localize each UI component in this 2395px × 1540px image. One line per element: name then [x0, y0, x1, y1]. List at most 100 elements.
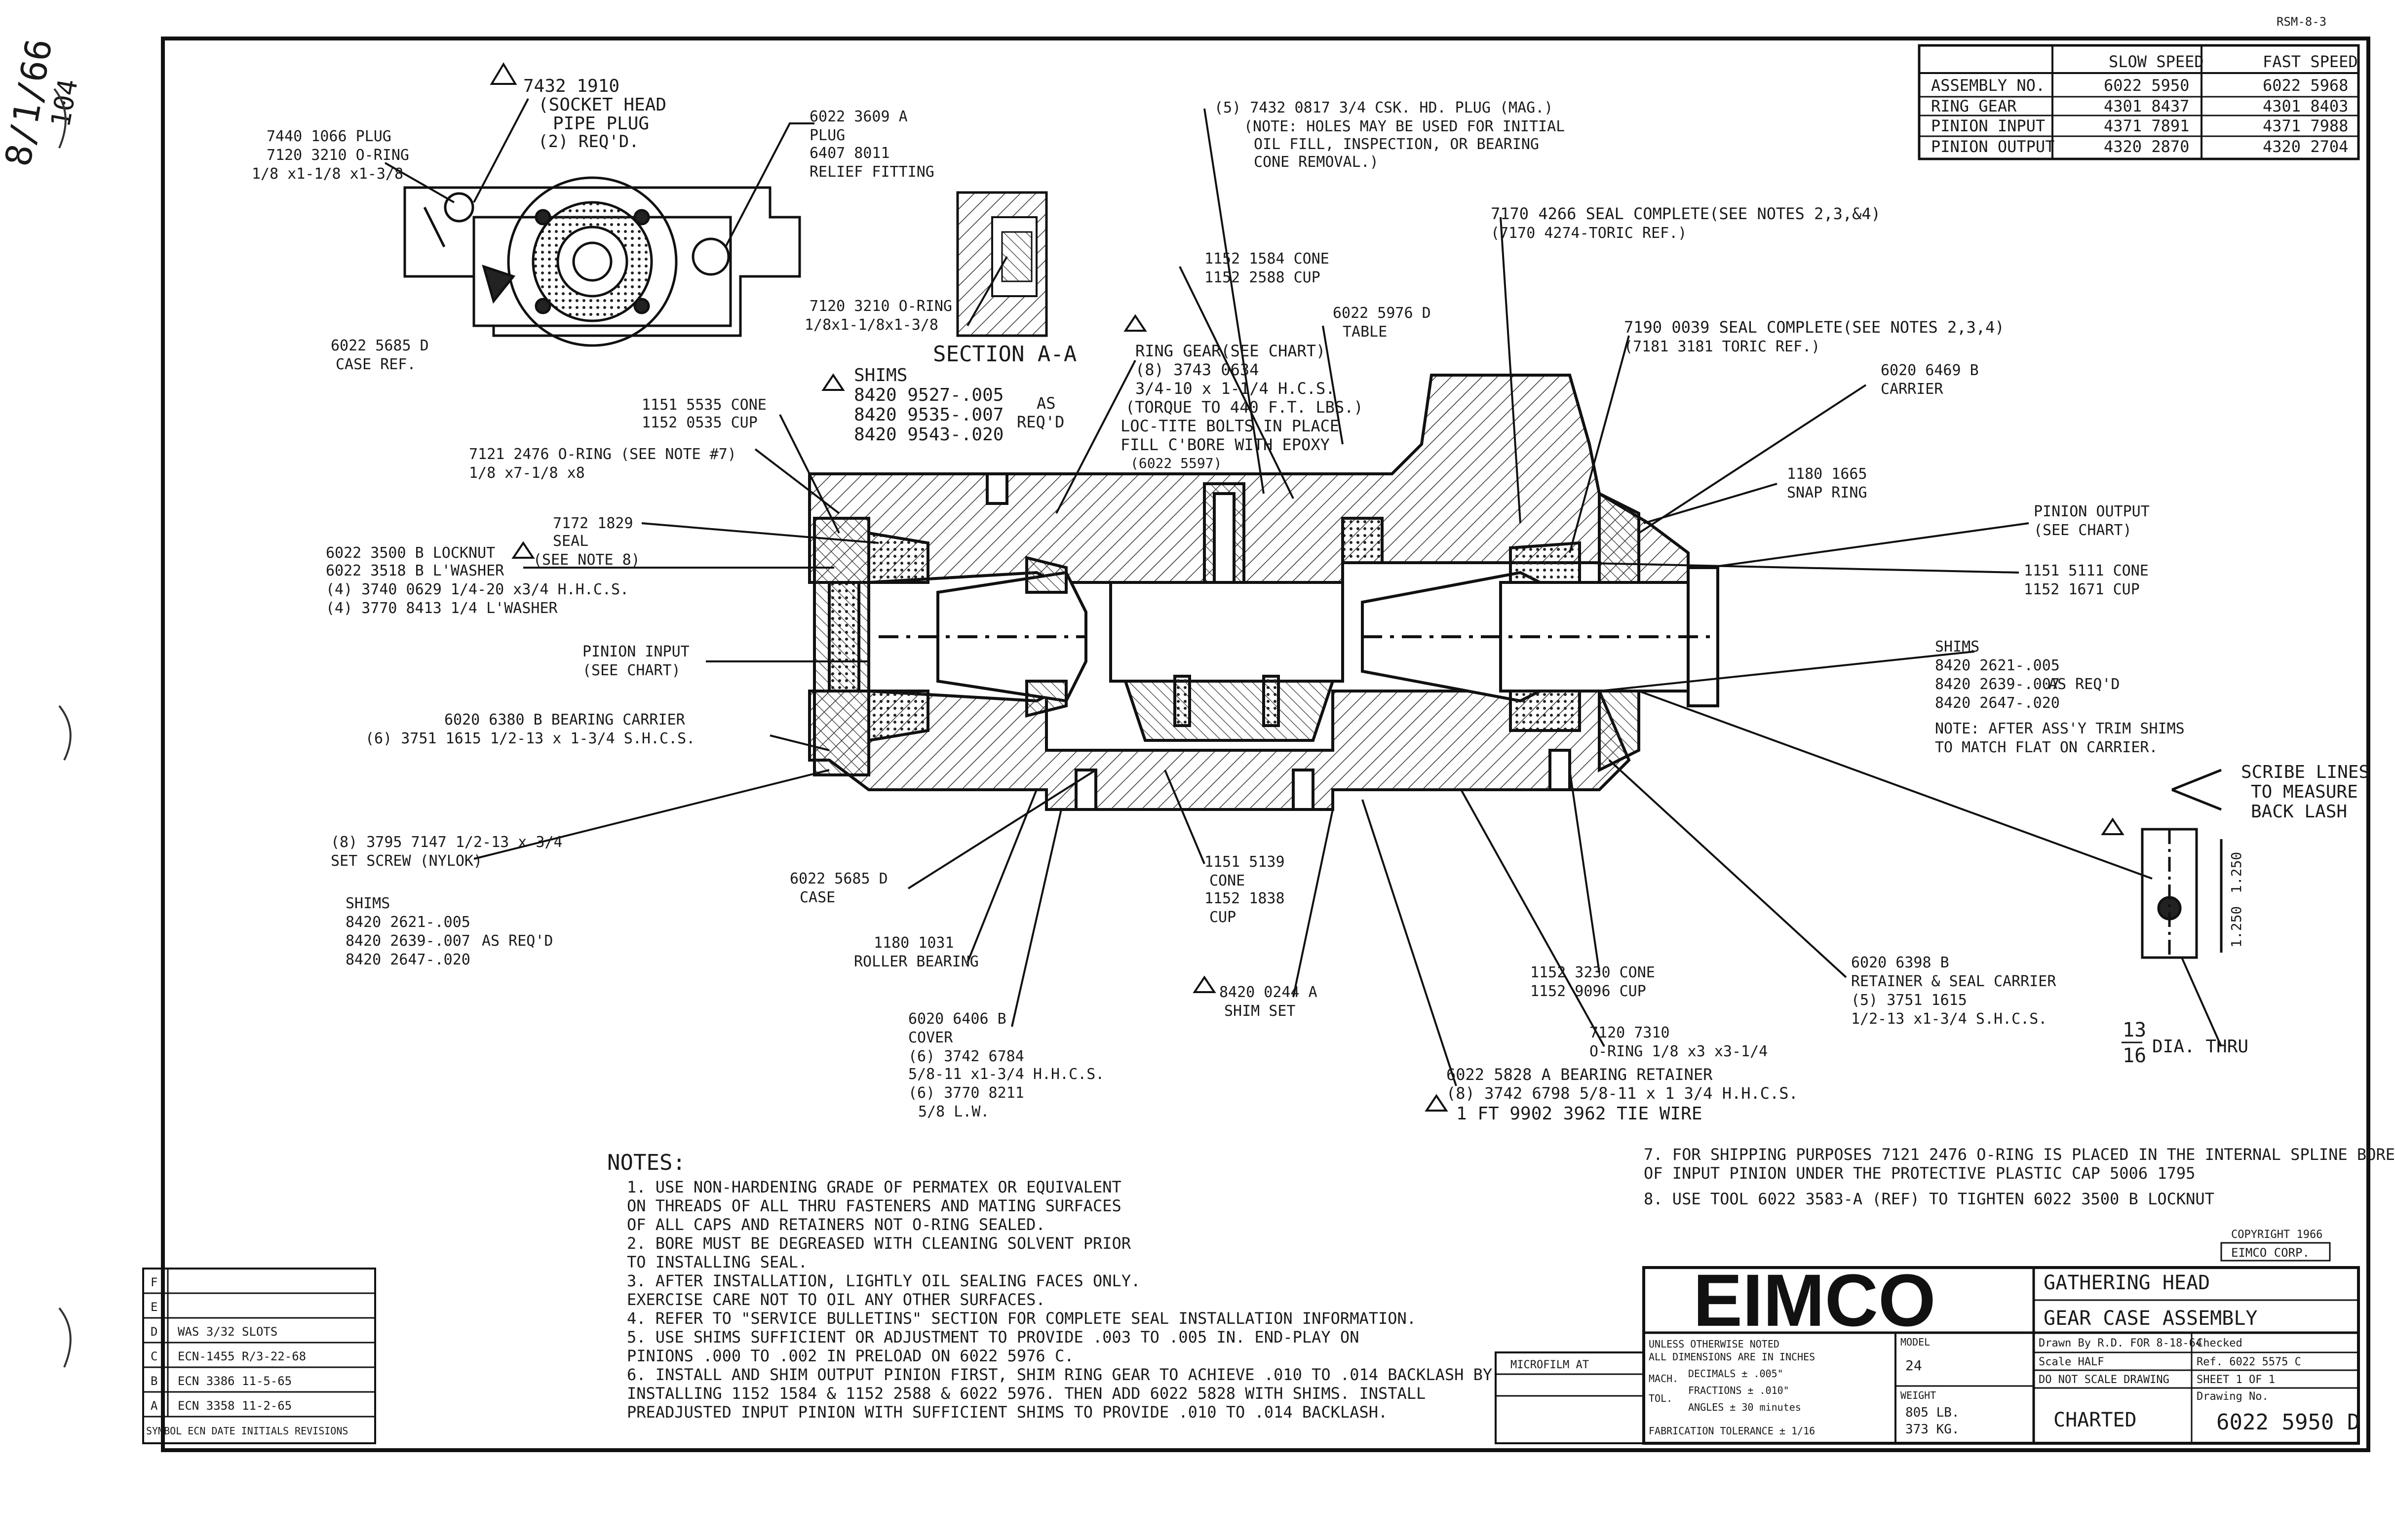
ring-gear-6: FILL C'BORE WITH EPOXY	[1120, 435, 1330, 454]
model-label: MODEL	[1900, 1336, 1930, 1348]
oring-note7-1: 7121 2476 O-RING (SEE NOTE #7)	[469, 446, 736, 463]
speed-chart-table: SLOW SPEED FAST SPEED ASSEMBLY NO. 6022 …	[1918, 44, 2360, 160]
shims-right-1: 8420 2621-.005	[1935, 657, 2060, 674]
copyright-block: COPYRIGHT 1966 EIMCO CORP.	[2220, 1229, 2331, 1262]
section-a-a-detail: SECTION A-A	[933, 191, 1077, 367]
dia-fraction-num: 13	[2123, 1019, 2146, 1041]
dim-2: 1.250	[2228, 906, 2244, 948]
callout-socket-plug-3: PIPE PLUG	[553, 114, 649, 134]
rev-entry: WAS 3/32 SLOTS	[178, 1325, 277, 1339]
section-label: SECTION A-A	[933, 342, 1077, 367]
cone-cup-left-2: 1152 0535 CUP	[642, 414, 758, 431]
seal-note8-3: (SEE NOTE 8)	[533, 551, 640, 569]
snap-ring-2: SNAP RING	[1787, 484, 1867, 501]
seal-note8-1: 7172 1829	[553, 515, 633, 532]
chart-row-label: PINION INPUT	[1931, 116, 2045, 135]
copyright: COPYRIGHT 1966	[2231, 1229, 2322, 1241]
note-line: INSTALLING 1152 1584 & 1152 2588 & 6022 …	[627, 1384, 1426, 1403]
chart-cell: 4320 2704	[2263, 137, 2348, 156]
shim-set-2: SHIM SET	[1224, 1002, 1296, 1020]
ring-gear-2: (8) 3743 0634	[1135, 360, 1259, 379]
note-line: 1. USE NON-HARDENING GRADE OF PERMATEX O…	[627, 1178, 1121, 1196]
cover-5: (6) 3770 8211	[908, 1084, 1024, 1102]
oring-note7-2: 1/8 x7-1/8 x8	[469, 464, 585, 482]
checked: Checked	[2197, 1337, 2242, 1349]
ring-gear-5: LOC-TITE BOLTS IN PLACE	[1120, 417, 1339, 435]
tol-line: ALL DIMENSIONS ARE IN INCHES	[1649, 1351, 1815, 1363]
cone-cup-lower-1: 1152 3230 CONE	[1530, 964, 1655, 981]
leader-lines	[385, 98, 2222, 1086]
weight-lb: 805 LB.	[1905, 1405, 1960, 1420]
rev-entry: ECN-1455 R/3-22-68	[178, 1349, 306, 1363]
weight-kg: 373 KG.	[1905, 1422, 1960, 1437]
drain-plug-2: (NOTE: HOLES MAY BE USED FOR INITIAL	[1244, 118, 1565, 135]
rev-letter: A	[151, 1399, 158, 1413]
drain-plug-4: CONE REMOVAL.)	[1254, 154, 1379, 171]
chart-cell: 6022 5950	[2104, 76, 2189, 95]
shims-a-3: 8420 9543-.020	[854, 424, 1004, 445]
shim-set-1: 8420 0244 A	[1219, 984, 1317, 1001]
title-block: EIMCO GATHERING HEAD GEAR CASE ASSEMBLY …	[1495, 1259, 2360, 1445]
shims-a-title: SHIMS	[854, 365, 907, 385]
callout-section-oring-2: 1/8x1-1/8x1-3/8	[805, 316, 938, 334]
seal-2-b: (7181 3181 TORIC REF.)	[1624, 338, 1820, 355]
cone-cup-mid-2: CONE	[1209, 872, 1245, 889]
tol-line: ANGLES ± 30 minutes	[1688, 1401, 1801, 1413]
chart-header-fast: FAST SPEED	[2263, 52, 2358, 71]
bearing-carrier-2: (6) 3751 1615 1/2-13 x 1-3/4 S.H.C.S.	[365, 730, 695, 747]
cone-cup-top-1: 1152 1584 CONE	[1204, 250, 1329, 268]
retainer-1: 6020 6398 B	[1851, 954, 1949, 971]
case-2: CASE	[800, 889, 835, 906]
model-value: 24	[1905, 1357, 1922, 1374]
drain-plug-3: OIL FILL, INSPECTION, OR BEARING	[1254, 136, 1539, 153]
bearing-retainer-2: (8) 3742 6798 5/8-11 x 1 3/4 H.H.C.S.	[1446, 1084, 1798, 1103]
chart-cell: 4301 8403	[2263, 97, 2348, 116]
shims-left-2: 8420 2639-.007	[346, 932, 470, 950]
drawing-no-label: Drawing No.	[2197, 1390, 2269, 1403]
note-line: TO INSTALLING SEAL.	[627, 1253, 808, 1271]
chart-cell: 6022 5968	[2263, 76, 2348, 95]
set-screw-2: SET SCREW (NYLOK)	[331, 852, 482, 870]
rev-letter: F	[151, 1275, 157, 1289]
oring-lower-2: O-RING 1/8 x3 x3-1/4	[1589, 1043, 1768, 1060]
callout-relief-1: 6022 3609 A	[810, 108, 908, 125]
chart-row-label: ASSEMBLY NO.	[1931, 76, 2045, 95]
cover-4: 5/8-11 x1-3/4 H.H.C.S.	[908, 1066, 1104, 1083]
drawing-no: 6022 5950 D	[2216, 1410, 2360, 1435]
callout-plug: 7440 1066 PLUG	[267, 128, 391, 145]
table-2: TABLE	[1343, 323, 1387, 341]
cover-2: COVER	[908, 1029, 953, 1046]
mach-label: MACH.	[1649, 1373, 1678, 1385]
cone-cup-mid-1: 1151 5139	[1204, 853, 1285, 871]
callouts: 7432 1910 (SOCKET HEAD PIPE PLUG (2) REQ…	[252, 76, 2369, 1124]
callout-socket-plug-1: 7432 1910	[523, 76, 619, 96]
note-line: 2. BORE MUST BE DEGREASED WITH CLEANING …	[627, 1234, 1131, 1253]
pinion-input-2: (SEE CHART)	[582, 662, 681, 679]
drain-plug-1: (5) 7432 0817 3/4 CSK. HD. PLUG (MAG.)	[1214, 99, 1553, 116]
sheet: SHEET 1 OF 1	[2197, 1374, 2275, 1386]
backlash-scribe-detail	[2141, 769, 2223, 959]
cone-cup-top-2: 1152 2588 CUP	[1204, 269, 1320, 286]
margin-marks: 8/1/66 104	[0, 36, 84, 1368]
rev-letter: D	[151, 1325, 157, 1339]
notes-title: NOTES:	[607, 1150, 686, 1175]
tol-line: FABRICATION TOLERANCE ± 1/16	[1649, 1425, 1815, 1437]
chart-cell: 4320 2870	[2104, 137, 2189, 156]
carrier-2: CARRIER	[1881, 381, 1943, 398]
callout-socket-plug-2: (SOCKET HEAD	[538, 95, 666, 115]
weight-label: WEIGHT	[1900, 1389, 1936, 1401]
chart-cell: 4371 7891	[2104, 116, 2189, 135]
callout-relief-3: 6407 8011	[810, 145, 890, 162]
callout-oring-size: 1/8 x1-1/8 x1-3/8	[252, 165, 403, 183]
scribe-1: SCRIBE LINES	[2241, 762, 2369, 782]
callout-relief-2: PLUG	[810, 127, 845, 144]
cone-cup-right-1: 1151 5111 CONE	[2024, 562, 2149, 579]
tol-line: DECIMALS ± .005"	[1688, 1368, 1783, 1380]
rev-letter: E	[151, 1300, 157, 1314]
bearing-carrier-1: 6020 6380 B BEARING CARRIER	[444, 711, 686, 729]
retainer-3: (5) 3751 1615	[1851, 992, 1967, 1009]
tol-line: FRACTIONS ± .010"	[1688, 1385, 1789, 1396]
shims-right-note: AS REQ'D	[2048, 676, 2120, 693]
seal-1-a: 7170 4266 SEAL COMPLETE(SEE NOTES 2,3,&4…	[1491, 204, 1881, 223]
chart-row-label: PINION OUTPUT	[1931, 137, 2054, 156]
